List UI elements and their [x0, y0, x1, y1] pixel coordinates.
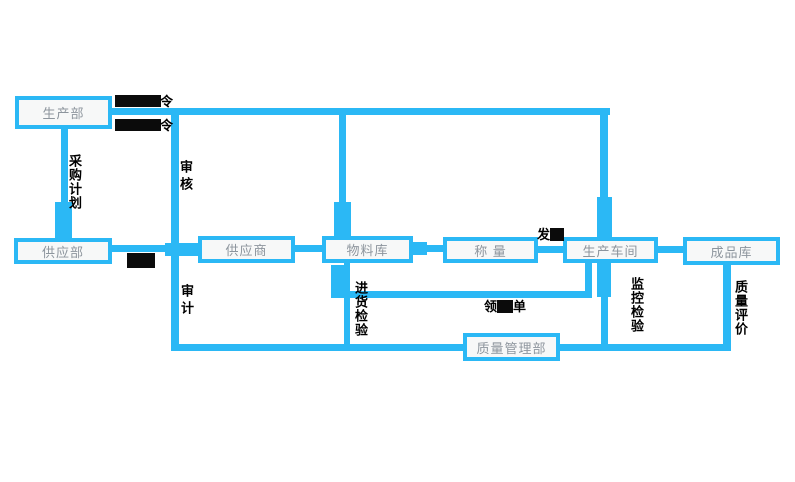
node-supplier: 供应商: [198, 236, 295, 263]
arrowhead-into-material-store: [334, 202, 351, 237]
edge-review-audit-line: [171, 112, 179, 351]
arrowhead-into-workshop: [597, 197, 612, 237]
label-dispatch-prefix: 发: [537, 227, 551, 242]
node-supply-dept-label: 供应部: [41, 244, 84, 260]
arrowhead-requisition-into-material-store: [331, 265, 344, 296]
arrowhead-monitoring-into-workshop: [597, 263, 611, 297]
node-finished-store: 成品库: [683, 237, 780, 265]
redacted-command-label-1: [115, 95, 161, 107]
label-incoming-inspection: 进货检验: [353, 281, 368, 337]
label-quality-evaluation: 质量评价: [733, 280, 748, 336]
node-material-store: 物料库: [322, 236, 413, 263]
edge-bottom-quality-line: [171, 344, 731, 351]
label-audit: 审计: [179, 284, 194, 318]
node-weighing: 称 量: [443, 237, 538, 263]
label-monitoring-inspection: 监控检验: [629, 277, 644, 333]
nub-material-store-right: [413, 242, 427, 255]
redacted-procurement-label: [127, 253, 155, 268]
edge-requisition-horizontal: [331, 291, 592, 298]
node-supplier-label: 供应商: [225, 243, 268, 258]
edge-supply-to-supplier: [112, 245, 171, 252]
node-production-dept: 生产部: [15, 96, 112, 129]
arrowhead-into-supply-dept: [55, 202, 72, 238]
edge-weighing-to-workshop: [538, 246, 563, 253]
edge-drop-to-material-store: [339, 115, 346, 202]
label-purchase-plan: 采购计划: [67, 154, 82, 210]
node-workshop: 生产车间: [563, 237, 658, 263]
edge-purchase-plan: [61, 128, 68, 202]
node-weighing-label: 称 量: [474, 243, 507, 259]
label-requisition: 领 单: [484, 300, 526, 313]
label-dispatch: 发: [537, 227, 565, 242]
node-quality-dept: 质量管理部: [463, 333, 560, 361]
edge-requisition-drop: [585, 263, 592, 298]
node-workshop-label: 生产车间: [582, 243, 639, 259]
redacted-requisition-char: [497, 300, 514, 313]
redacted-command-label-2: [115, 119, 161, 131]
edge-monitoring-inspection: [601, 290, 608, 347]
label-requisition-prefix: 领: [484, 299, 498, 314]
label-review: 审核: [178, 160, 193, 194]
redacted-dispatch-char: [550, 228, 565, 241]
edge-material-store-to-weighing: [427, 245, 443, 252]
node-production-dept-label: 生产部: [42, 106, 85, 121]
edge-quality-evaluation: [723, 265, 731, 351]
edge-incoming-inspection: [344, 263, 350, 347]
edge-workshop-to-finished-store: [658, 246, 683, 253]
command-label-2-suffix: 令: [160, 118, 174, 133]
node-material-store-label: 物料库: [346, 243, 389, 258]
arrowhead-into-supplier: [165, 243, 198, 256]
node-finished-store-label: 成品库: [710, 244, 753, 260]
edge-supplier-to-material-store: [295, 245, 322, 252]
edge-top-command-line: [112, 108, 610, 115]
node-quality-dept-label: 质量管理部: [476, 340, 547, 356]
edge-drop-to-workshop: [600, 115, 608, 197]
node-supply-dept: 供应部: [14, 238, 112, 264]
command-label-1-suffix: 令: [160, 94, 174, 109]
label-requisition-suffix: 单: [513, 299, 527, 314]
